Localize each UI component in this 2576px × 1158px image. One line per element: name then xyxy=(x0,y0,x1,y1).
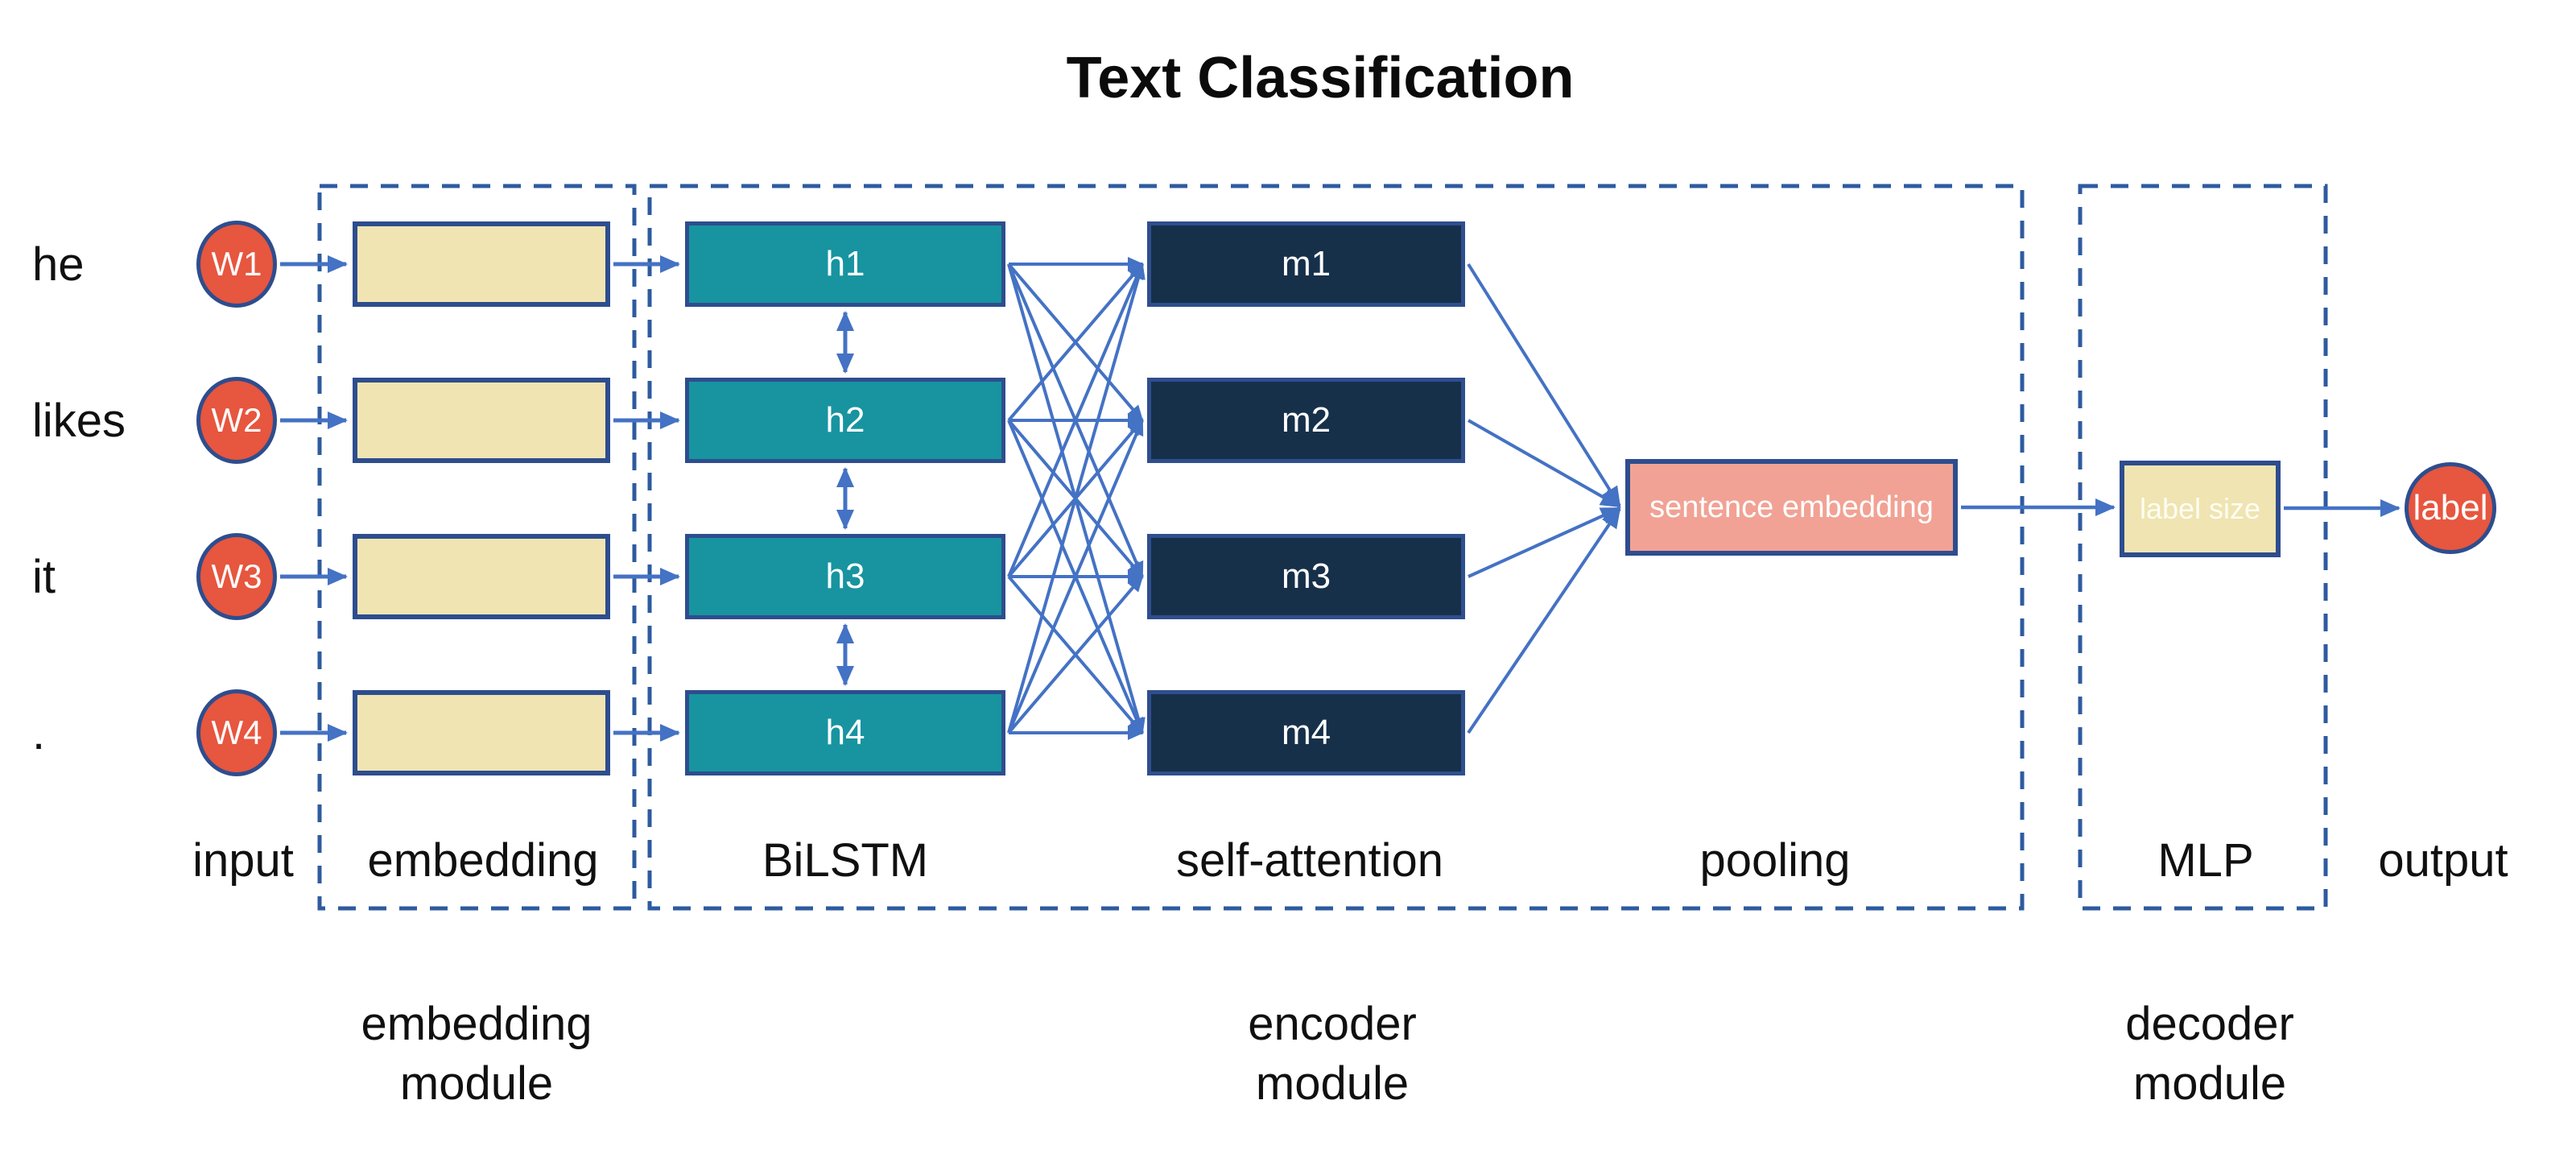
attention-box-m4: m4 xyxy=(1147,690,1465,775)
embedding-module-box xyxy=(317,184,637,911)
encoder-module-box xyxy=(647,184,2025,911)
attention-box-m1: m1 xyxy=(1147,221,1465,307)
word-node-w2: W2 xyxy=(196,377,277,464)
embedding-box-4 xyxy=(353,690,610,775)
hidden-state-box-h2: h2 xyxy=(685,378,1005,463)
input-word-4: . xyxy=(32,706,46,759)
bilstm-to-attention-fan xyxy=(1007,257,1146,740)
input-word-1: he xyxy=(32,238,85,291)
module-label-encoder-line1: encoder xyxy=(1248,998,1417,1050)
stage-label-pooling: pooling xyxy=(1699,834,1851,887)
module-label-decoder-line2: module xyxy=(2132,1057,2287,1110)
stage-label-mlp: MLP xyxy=(2157,834,2254,887)
word-to-embedding-arrows xyxy=(280,255,348,742)
stage-label-embedding: embedding xyxy=(367,834,599,887)
decoder-module-box xyxy=(2078,184,2328,911)
sentence-embedding-box: sentence embedding xyxy=(1625,459,1958,556)
input-word-3: it xyxy=(32,550,56,603)
word-node-w3: W3 xyxy=(196,533,277,620)
module-label-decoder-line1: decoder xyxy=(2125,998,2294,1050)
stage-label-bilstm: BiLSTM xyxy=(762,834,929,887)
embedding-box-3 xyxy=(353,534,610,619)
stage-label-output: output xyxy=(2378,834,2508,887)
word-node-w4: W4 xyxy=(196,689,277,776)
label-size-box: label size xyxy=(2120,461,2281,557)
output-label-node: label xyxy=(2405,462,2496,554)
stage-label-self-attention: self-attention xyxy=(1175,834,1444,887)
embedding-box-2 xyxy=(353,378,610,463)
diagram-title: Text Classification xyxy=(1066,46,1575,110)
attention-box-m2: m2 xyxy=(1147,378,1465,463)
module-boundaries xyxy=(317,184,2328,911)
module-label-encoder: encoder module xyxy=(1248,995,1417,1114)
module-label-encoder-line2: module xyxy=(1255,1057,1410,1110)
module-label-embedding-line1: embedding xyxy=(361,998,592,1050)
input-word-2: likes xyxy=(32,394,126,447)
stage-label-input: input xyxy=(192,834,294,887)
embedding-to-bilstm-arrows xyxy=(613,255,680,742)
module-label-embedding: embedding module xyxy=(361,995,592,1114)
hidden-state-box-h4: h4 xyxy=(685,690,1005,775)
hidden-state-box-h1: h1 xyxy=(685,221,1005,307)
module-label-embedding-line2: module xyxy=(399,1057,554,1110)
embedding-box-1 xyxy=(353,221,610,307)
word-node-w1: W1 xyxy=(196,221,277,308)
module-label-decoder: decoder module xyxy=(2125,995,2294,1114)
hidden-state-box-h3: h3 xyxy=(685,534,1005,619)
attention-box-m3: m3 xyxy=(1147,534,1465,619)
attention-to-pooling-fan xyxy=(1467,263,1621,734)
